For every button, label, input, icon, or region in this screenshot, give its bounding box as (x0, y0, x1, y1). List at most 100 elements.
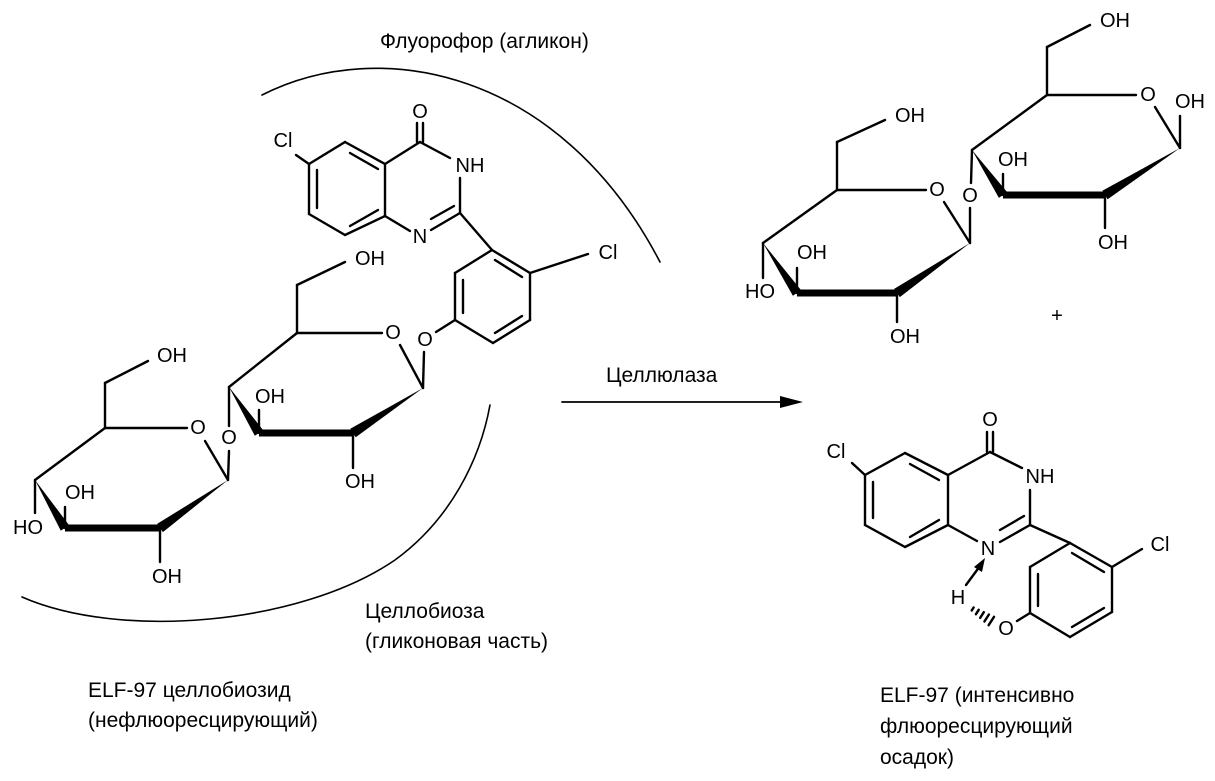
bond (763, 190, 837, 243)
bond (910, 464, 939, 480)
bond (229, 333, 297, 387)
nh-group: NH (456, 155, 485, 177)
glycone-label-line2: (гликоновая часть) (365, 630, 548, 653)
hydroxyl: OH (998, 149, 1028, 171)
glycosidic-oxygen: O (962, 185, 978, 207)
product-name-line1: ELF-97 (интенсивно (880, 684, 1074, 707)
product-name-line3: осадок) (880, 746, 954, 769)
glycosidic-oxygen: O (221, 427, 237, 449)
bond (309, 214, 345, 235)
bond (436, 320, 455, 332)
hydroxyl: OH (355, 248, 385, 270)
bond (972, 95, 1047, 150)
enzyme-label: Целлюлаза (606, 364, 718, 387)
bond (1030, 613, 1070, 637)
bond (105, 361, 148, 383)
bond (460, 213, 492, 250)
bond (852, 463, 865, 475)
reaction-arrow (562, 396, 803, 408)
bond (1155, 107, 1180, 148)
phenol-oxygen: O (998, 618, 1014, 640)
hydroxyl: OH (895, 105, 925, 127)
plus-sign: + (1051, 305, 1063, 327)
hydroxyl: OH (152, 566, 182, 588)
carbonyl-oxygen: O (982, 409, 998, 431)
bond (865, 453, 905, 475)
bond (1030, 525, 1070, 543)
nitrogen-atom: N (981, 538, 995, 560)
bond (1000, 516, 1024, 530)
bond (385, 142, 420, 164)
hydroxyl: OH (65, 482, 95, 504)
hydroxyl: OH (157, 345, 187, 367)
bond (495, 316, 522, 333)
hashed-bond (972, 607, 974, 610)
carbonyl-oxygen: O (412, 101, 428, 123)
hydroxyl: OH (890, 326, 920, 348)
bond (1072, 608, 1104, 627)
bonds (35, 25, 1180, 637)
bond (296, 155, 309, 164)
hydrogen-atom: H (951, 587, 965, 609)
bond (971, 150, 972, 183)
nh-group: NH (1026, 466, 1055, 488)
bond (350, 153, 378, 169)
product-name-line2: флюоресцирующий (880, 715, 1073, 738)
ring-oxygen: O (929, 179, 945, 201)
bond (309, 142, 345, 164)
chlorine-atom: Cl (274, 130, 293, 152)
bond (350, 210, 378, 226)
wedge-bond (157, 480, 228, 532)
hashed-bond (989, 617, 994, 625)
bond (1030, 543, 1070, 567)
glycosidic-oxygen: O (417, 329, 433, 351)
ring-oxygen: O (1140, 84, 1156, 106)
bond (297, 262, 345, 285)
hydroxyl: OH (255, 386, 285, 408)
hydroxyl: OH (1098, 232, 1128, 254)
hashed-bond (976, 610, 979, 614)
bond (495, 260, 522, 277)
fluorophore-label: Флуорофор (агликон) (380, 30, 589, 53)
hashed-bond (984, 614, 989, 621)
bond (420, 142, 450, 158)
ring-oxygen: O (190, 417, 206, 439)
substrate-name-line2: (нефлюоресцирующий) (88, 709, 318, 732)
glycone-label-line1: Целлобиоза (365, 600, 485, 623)
ring-oxygen: O (385, 322, 401, 344)
bond (385, 216, 410, 231)
wedge-bond (1102, 148, 1180, 199)
bond (1047, 25, 1090, 47)
wedge-bond (894, 243, 970, 297)
bond (865, 525, 905, 547)
bond (455, 320, 493, 343)
hydroxyl: OH (345, 471, 375, 493)
bond (228, 451, 229, 480)
wedge-bond (350, 388, 423, 437)
hydroxyl: OH (1100, 10, 1130, 32)
atom-labels: ClONHNClOOOHOHOHOOOHHOOHOHOOHHOOHOHOOOHO… (13, 10, 1205, 640)
chlorine-atom: Cl (827, 441, 846, 463)
bond (837, 120, 885, 142)
bond (948, 452, 990, 475)
chlorine-atom: Cl (1151, 534, 1170, 556)
nitrogen-atom: N (413, 226, 427, 248)
bond (530, 254, 588, 273)
bond (455, 250, 492, 273)
bond (948, 525, 977, 541)
hydroxyl: OH (797, 242, 827, 264)
bond (35, 428, 105, 480)
bond (1112, 549, 1142, 567)
bond (423, 352, 424, 388)
bond (431, 206, 454, 219)
hydroxyl: HO (745, 281, 775, 303)
bond (990, 452, 1022, 468)
bond (910, 520, 939, 537)
bond (1017, 613, 1030, 621)
bond (1072, 553, 1104, 572)
hydroxyl: OH (1175, 91, 1205, 113)
hydroxyl: HO (13, 517, 43, 539)
bond (944, 202, 970, 243)
hashed-bond (980, 612, 984, 618)
